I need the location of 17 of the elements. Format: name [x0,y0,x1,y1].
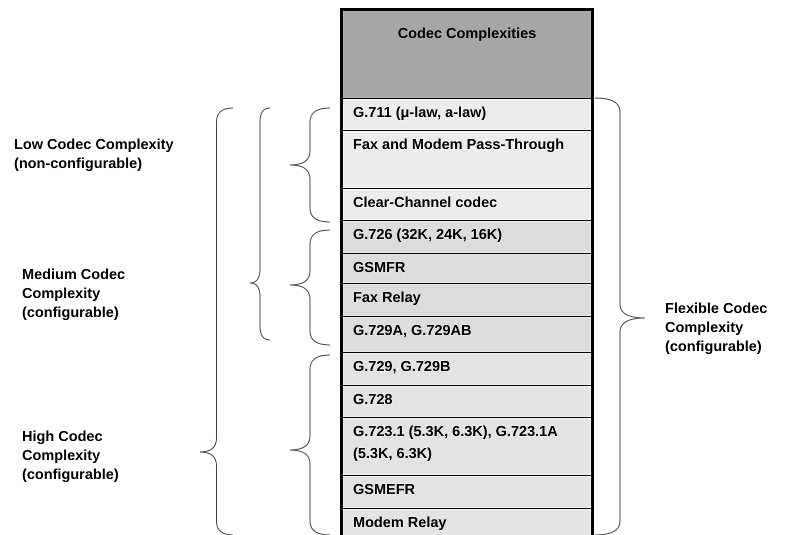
codec-entry: GSMFR [340,253,594,284]
codec-entry: Fax Relay [340,283,594,317]
codec-entry: Fax and Modem Pass-Through [340,130,594,189]
codec-entry: G.726 (32K, 24K, 16K) [340,220,594,254]
codec-entry: G.729A, G.729AB [340,316,594,353]
codec-entry: GSMEFR [340,475,594,509]
codec-entry: G.711 (μ-law, a-law) [340,98,594,131]
group-label: High Codec Complexity (configurable) [22,428,120,485]
codec-entry: Clear-Channel codec [340,188,594,221]
group-label: Low Codec Complexity (non-configurable) [14,136,175,174]
codec-entry: G.728 [340,385,594,418]
column-header: Codec Complexities [340,8,594,99]
codec-entry: G.723.1 (5.3K, 6.3K), G.723.1A (5.3K, 6.3K) [340,417,594,476]
codec-entry: Modem Relay [340,508,594,535]
group-label: Medium Codec Complexity (configurable) [22,266,126,323]
codec-entry: G.729, G.729B [340,352,594,386]
group-label: Flexible Codec Complexity (configurable) [665,300,768,357]
